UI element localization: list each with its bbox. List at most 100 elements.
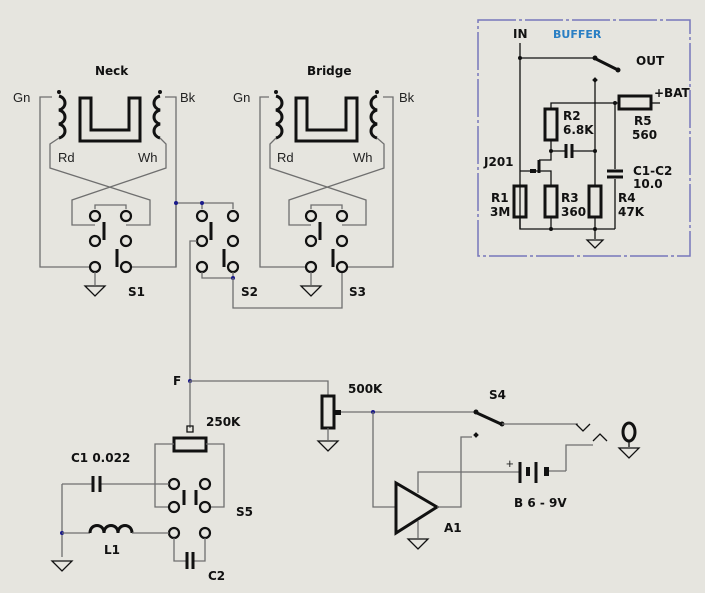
s1-terminal bbox=[88, 209, 102, 223]
jack-plug-icon bbox=[621, 421, 637, 443]
volume-pot[interactable]: 500K bbox=[320, 382, 383, 430]
jfet-label: J201 bbox=[483, 155, 514, 169]
buffer-out-label: OUT bbox=[636, 54, 665, 68]
bridge-phase-dot-right bbox=[375, 90, 379, 94]
buffer-ground-rail bbox=[519, 217, 615, 230]
amp-triangle-icon bbox=[394, 480, 440, 536]
neck-pickup: Neck Gn Bk Rd Wh bbox=[13, 64, 196, 268]
neck-label: Neck bbox=[95, 64, 129, 78]
amp-a1[interactable]: A1 bbox=[394, 480, 462, 536]
buffer-panel: IN BUFFER OUT +BAT R5 560 R2 6.8K J201 bbox=[477, 19, 691, 257]
battery: + B 6 - 9V bbox=[506, 456, 567, 510]
buffer-switch-lever bbox=[595, 57, 619, 72]
jfet-source bbox=[539, 170, 552, 186]
pot-wiper-icon bbox=[186, 425, 194, 433]
c2-right-wire bbox=[194, 538, 206, 562]
r5-resistor-icon bbox=[617, 94, 653, 111]
s3-terminal bbox=[335, 209, 349, 223]
caps-value: 10.0 bbox=[633, 177, 663, 191]
r4-value: 47K bbox=[618, 205, 645, 219]
neck-phase-dot-left bbox=[57, 90, 61, 94]
ground-icon bbox=[299, 285, 323, 297]
r3-name: R3 bbox=[561, 191, 579, 205]
tone-pot[interactable]: 250K bbox=[172, 415, 241, 453]
bridge-phase-dot-left bbox=[274, 90, 278, 94]
tone-pot-body-icon bbox=[172, 436, 208, 453]
r3-value: 360 bbox=[561, 205, 586, 219]
s1-s2-bus bbox=[175, 202, 203, 267]
s3-jumper bbox=[310, 204, 343, 209]
junction-dot bbox=[549, 227, 553, 231]
s2-label: S2 bbox=[241, 285, 258, 299]
r2-value: 6.8K bbox=[563, 123, 594, 137]
bridge-gn-wire bbox=[259, 96, 311, 268]
neck-bk-label: Bk bbox=[180, 90, 196, 105]
junction-dot bbox=[593, 227, 597, 231]
l1-label: L1 bbox=[104, 543, 120, 557]
bridge-coil-right-icon bbox=[369, 94, 378, 140]
s4-lever bbox=[476, 411, 502, 426]
bridge-rd-wire bbox=[269, 137, 367, 226]
f-to-volume-wire bbox=[190, 380, 329, 396]
bridge-bk-label: Bk bbox=[399, 90, 415, 105]
neck-magnet-core-icon bbox=[78, 96, 142, 143]
s5-terminal bbox=[198, 526, 212, 540]
s2-to-f-wire bbox=[189, 240, 197, 381]
s1-terminal bbox=[88, 260, 102, 274]
s2-terminal bbox=[226, 260, 240, 274]
c1-label: C1 0.022 bbox=[71, 451, 130, 465]
s2-terminal bbox=[195, 260, 209, 274]
s1-label: S1 bbox=[128, 285, 145, 299]
bridge-pickup: Bridge Gn Bk Rd Wh bbox=[233, 64, 415, 268]
ground-icon bbox=[406, 538, 430, 550]
r5-value: 560 bbox=[632, 128, 657, 142]
ground-icon bbox=[316, 440, 340, 452]
neck-rd-label: Rd bbox=[58, 150, 75, 165]
battery-to-jack-wire bbox=[565, 444, 593, 471]
junction-dot bbox=[174, 201, 178, 205]
jfet-drain bbox=[539, 151, 552, 161]
s2-top-bus bbox=[202, 202, 234, 209]
s2-terminal bbox=[226, 209, 240, 223]
s3-terminal bbox=[304, 234, 318, 248]
s2-s3-wire bbox=[232, 272, 343, 309]
neck-coil-left-icon bbox=[58, 94, 67, 140]
r4-name: R4 bbox=[618, 191, 636, 205]
c2-left-wire bbox=[173, 538, 186, 562]
switch-s4[interactable]: S4 bbox=[473, 388, 506, 438]
amp-label: A1 bbox=[444, 521, 462, 535]
junction-dot bbox=[200, 201, 204, 205]
neck-phase-dot-right bbox=[158, 90, 162, 94]
s5-terminal bbox=[167, 526, 181, 540]
neck-coil-right-icon bbox=[152, 94, 161, 140]
ground-icon bbox=[617, 447, 641, 459]
ground-icon bbox=[50, 560, 74, 572]
s5-terminal bbox=[198, 477, 212, 491]
r1-value: 3M bbox=[490, 205, 510, 219]
switch-s5[interactable]: S5 bbox=[167, 477, 253, 540]
output-jack[interactable] bbox=[575, 421, 641, 459]
bridge-gn-label: Gn bbox=[233, 90, 250, 105]
inductor-icon bbox=[88, 524, 134, 534]
battery-cell-icon bbox=[544, 467, 549, 476]
caps-name: C1-C2 bbox=[633, 164, 672, 178]
r4-resistor-icon bbox=[587, 184, 603, 219]
s3-terminal bbox=[335, 260, 349, 274]
switch-s1[interactable]: S1 bbox=[83, 204, 145, 299]
volume-pot-body-icon bbox=[320, 394, 336, 430]
jfet-gate-arrow-icon bbox=[530, 169, 536, 173]
battery-label: B 6 - 9V bbox=[514, 496, 567, 510]
switch-s3[interactable]: S3 bbox=[299, 204, 366, 299]
amp-power-wire bbox=[417, 471, 519, 493]
bridge-rd-label: Rd bbox=[277, 150, 294, 165]
buffer-bat-label: +BAT bbox=[654, 86, 691, 100]
r2-name: R2 bbox=[563, 109, 581, 123]
s2-terminal bbox=[226, 234, 240, 248]
s2-bottom-jumper bbox=[201, 272, 234, 279]
switch-s2[interactable]: S2 bbox=[195, 209, 258, 299]
amp-input-wire bbox=[372, 412, 396, 508]
s2-terminal bbox=[195, 209, 209, 223]
neck-bk-wire bbox=[126, 96, 177, 268]
s2-terminal bbox=[195, 234, 209, 248]
